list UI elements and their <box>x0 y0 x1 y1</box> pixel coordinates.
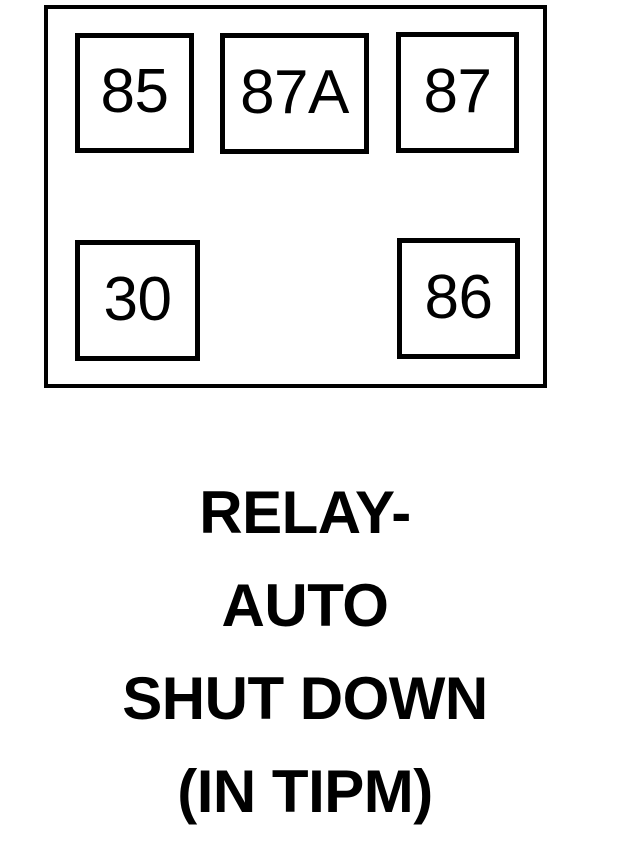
relay-terminal-86[interactable]: 86 <box>397 238 520 359</box>
caption-line-3: SHUT DOWN <box>122 665 488 732</box>
terminal-label-86: 86 <box>424 262 493 332</box>
relay-terminal-30[interactable]: 30 <box>75 240 200 361</box>
terminal-label-87a: 87A <box>240 57 349 127</box>
terminal-label-85: 85 <box>100 57 169 126</box>
caption-line-1: RELAY- <box>199 479 411 546</box>
relay-body-outline: 85 87A 87 30 86 <box>44 5 547 388</box>
relay-terminal-87[interactable]: 87 <box>396 32 519 153</box>
caption-line-4: (IN TIPM) <box>177 758 433 825</box>
relay-terminal-87a[interactable]: 87A <box>220 33 369 154</box>
caption-line-2: AUTO <box>221 572 389 639</box>
relay-terminal-85[interactable]: 85 <box>75 33 194 153</box>
terminal-label-30: 30 <box>103 264 172 334</box>
terminal-label-87: 87 <box>423 56 492 126</box>
relay-caption: RELAY- AUTO SHUT DOWN (IN TIPM) <box>0 466 618 838</box>
